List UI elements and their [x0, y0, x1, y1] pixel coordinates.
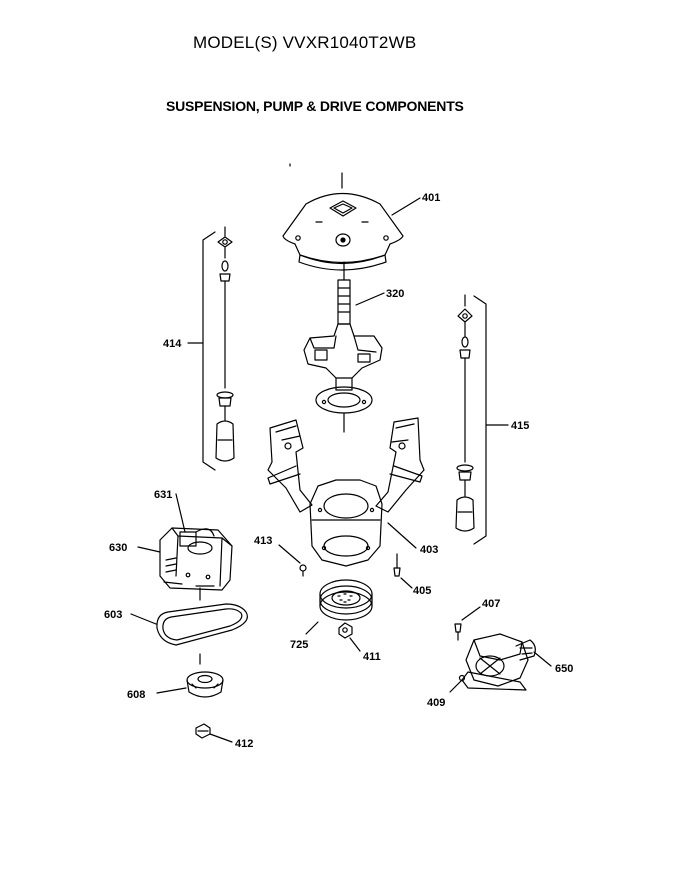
- label-608: 608: [127, 689, 145, 701]
- part-650-409-drawing: [449, 633, 552, 693]
- label-650: 650: [555, 663, 573, 675]
- label-407: 407: [482, 598, 500, 610]
- label-415: 415: [511, 420, 529, 432]
- label-409: 409: [427, 697, 445, 709]
- diagram-section-title: SUSPENSION, PUMP & DRIVE COMPONENTS: [166, 98, 464, 114]
- label-401: 401: [422, 192, 440, 204]
- part-415-drawing: [455, 294, 509, 545]
- part-407-drawing: [454, 606, 481, 641]
- label-414: 414: [163, 338, 182, 350]
- label-603: 603: [104, 609, 122, 621]
- label-630: 630: [109, 542, 127, 554]
- label-725: 725: [290, 639, 308, 651]
- part-405-drawing: [393, 553, 413, 589]
- label-631: 631: [154, 489, 172, 501]
- label-411: 411: [363, 651, 381, 663]
- part-725-drawing: [305, 579, 373, 635]
- label-403: 403: [420, 544, 438, 556]
- part-608-drawing: [156, 653, 224, 698]
- part-413-drawing: [278, 544, 307, 577]
- part-403-drawing: [267, 417, 425, 567]
- label-412: 412: [235, 738, 253, 750]
- label-405: 405: [413, 585, 431, 597]
- part-411-drawing: [338, 622, 361, 652]
- part-320-drawing: [303, 261, 385, 433]
- part-414-drawing: [187, 226, 235, 471]
- diagram-model-title: MODEL(S) VVXR1040T2WB: [193, 33, 417, 52]
- label-413: 413: [254, 535, 272, 547]
- part-603-drawing: [130, 603, 248, 646]
- part-401-drawing: [282, 172, 421, 271]
- part-630-631-drawing: [137, 493, 233, 601]
- label-320: 320: [386, 288, 404, 300]
- part-412-drawing: [195, 723, 233, 743]
